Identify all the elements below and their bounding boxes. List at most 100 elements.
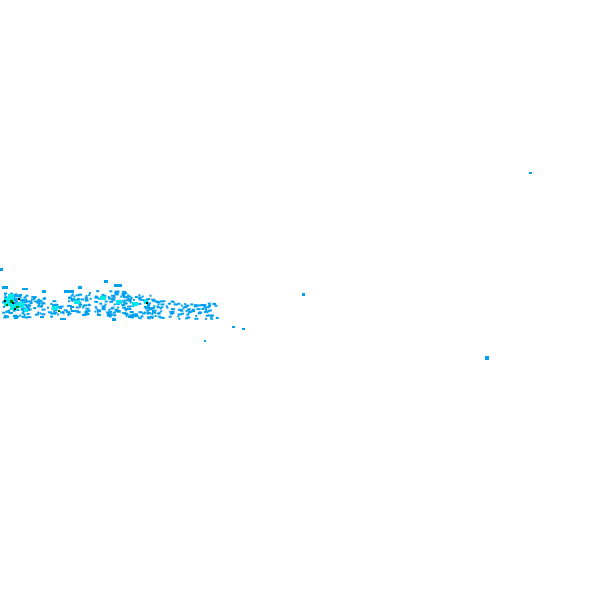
radar-echo (75, 306, 79, 309)
radar-echo-heavy (10, 300, 13, 303)
radar-echo (5, 310, 10, 313)
radar-echo (101, 293, 105, 296)
radar-echo (124, 302, 127, 305)
radar-echo (208, 309, 212, 312)
radar-echo (12, 309, 16, 312)
radar-echo (146, 303, 150, 306)
radar-echo (27, 309, 30, 312)
radar-echo (110, 307, 114, 310)
radar-echo-moderate (52, 306, 58, 310)
radar-echo (115, 310, 120, 313)
radar-echo-core (4, 300, 6, 302)
radar-echo (181, 312, 185, 315)
radar-echo (83, 304, 88, 307)
radar-echo (111, 294, 115, 297)
radar-echo-heavy (16, 306, 19, 308)
radar-echo (143, 306, 147, 308)
radar-echo (207, 302, 211, 305)
radar-echo (139, 298, 144, 301)
radar-echo (146, 298, 151, 301)
radar-echo (195, 314, 198, 317)
radar-echo (190, 303, 194, 306)
radar-echo (114, 290, 119, 293)
radar-echo (165, 305, 168, 308)
radar-echo (177, 315, 180, 318)
radar-echo (106, 312, 110, 315)
radar-echo (20, 308, 23, 311)
radar-echo (151, 313, 154, 316)
radar-echo (57, 313, 60, 316)
radar-echo (101, 305, 106, 308)
radar-echo (128, 316, 134, 318)
radar-echo (63, 309, 68, 312)
radar-echo (70, 308, 73, 311)
radar-echo (75, 294, 80, 297)
radar-echo (30, 301, 33, 304)
radar-echo (160, 303, 165, 306)
radar-echo (209, 315, 213, 318)
radar-echo (82, 314, 86, 316)
radar-echo (156, 312, 161, 315)
radar-echo (132, 298, 135, 301)
radar-echo (30, 298, 33, 301)
radar-echo (134, 315, 139, 318)
radar-echo (66, 311, 71, 314)
radar-echo (0, 268, 3, 271)
radar-echo (70, 310, 75, 312)
radar-echo (158, 301, 161, 303)
radar-echo (124, 313, 129, 316)
radar-echo (117, 306, 120, 309)
radar-echo (27, 303, 30, 306)
radar-echo (36, 301, 41, 304)
radar-echo (138, 294, 141, 297)
radar-echo (37, 311, 40, 314)
radar-echo (138, 296, 142, 299)
radar-echo (172, 301, 175, 304)
radar-echo (205, 317, 207, 320)
radar-echo (84, 296, 88, 299)
radar-echo (102, 308, 106, 311)
radar-echo (108, 308, 111, 311)
radar-echo (205, 308, 207, 311)
radar-echo (185, 304, 190, 307)
radar-echo (205, 314, 209, 317)
radar-echo (157, 315, 161, 318)
radar-echo-moderate (116, 300, 122, 304)
radar-echo (114, 284, 122, 287)
radar-echo (86, 309, 91, 312)
radar-echo (529, 172, 532, 174)
radar-echo (42, 301, 45, 304)
radar-echo (70, 306, 75, 308)
radar-echo (200, 304, 205, 306)
radar-echo (152, 311, 156, 314)
radar-echo-moderate (100, 296, 106, 300)
radar-echo (13, 294, 18, 296)
radar-echo-core (18, 298, 20, 300)
radar-echo (97, 312, 99, 315)
radar-echo (201, 308, 205, 310)
radar-echo (204, 340, 206, 342)
radar-echo (153, 309, 157, 312)
radar-echo (24, 303, 27, 306)
radar-echo (15, 300, 18, 303)
radar-echo (80, 298, 85, 301)
radar-echo (10, 292, 13, 295)
radar-echo (18, 294, 22, 297)
radar-echo (78, 303, 83, 306)
radar-echo (95, 307, 98, 310)
radar-echo (160, 316, 165, 319)
radar-echo (94, 305, 97, 308)
radar-echo (122, 290, 126, 293)
radar-echo (138, 316, 140, 319)
radar-echo (120, 295, 123, 298)
radar-echo (159, 316, 162, 319)
radar-echo (76, 298, 80, 300)
radar-echo (153, 305, 156, 308)
radar-echo (177, 313, 182, 316)
radar-echo (149, 315, 154, 318)
radar-echo-moderate (74, 300, 80, 304)
radar-echo (127, 294, 130, 297)
radar-echo (129, 311, 134, 313)
radar-echo (76, 311, 81, 314)
radar-echo (22, 288, 28, 290)
